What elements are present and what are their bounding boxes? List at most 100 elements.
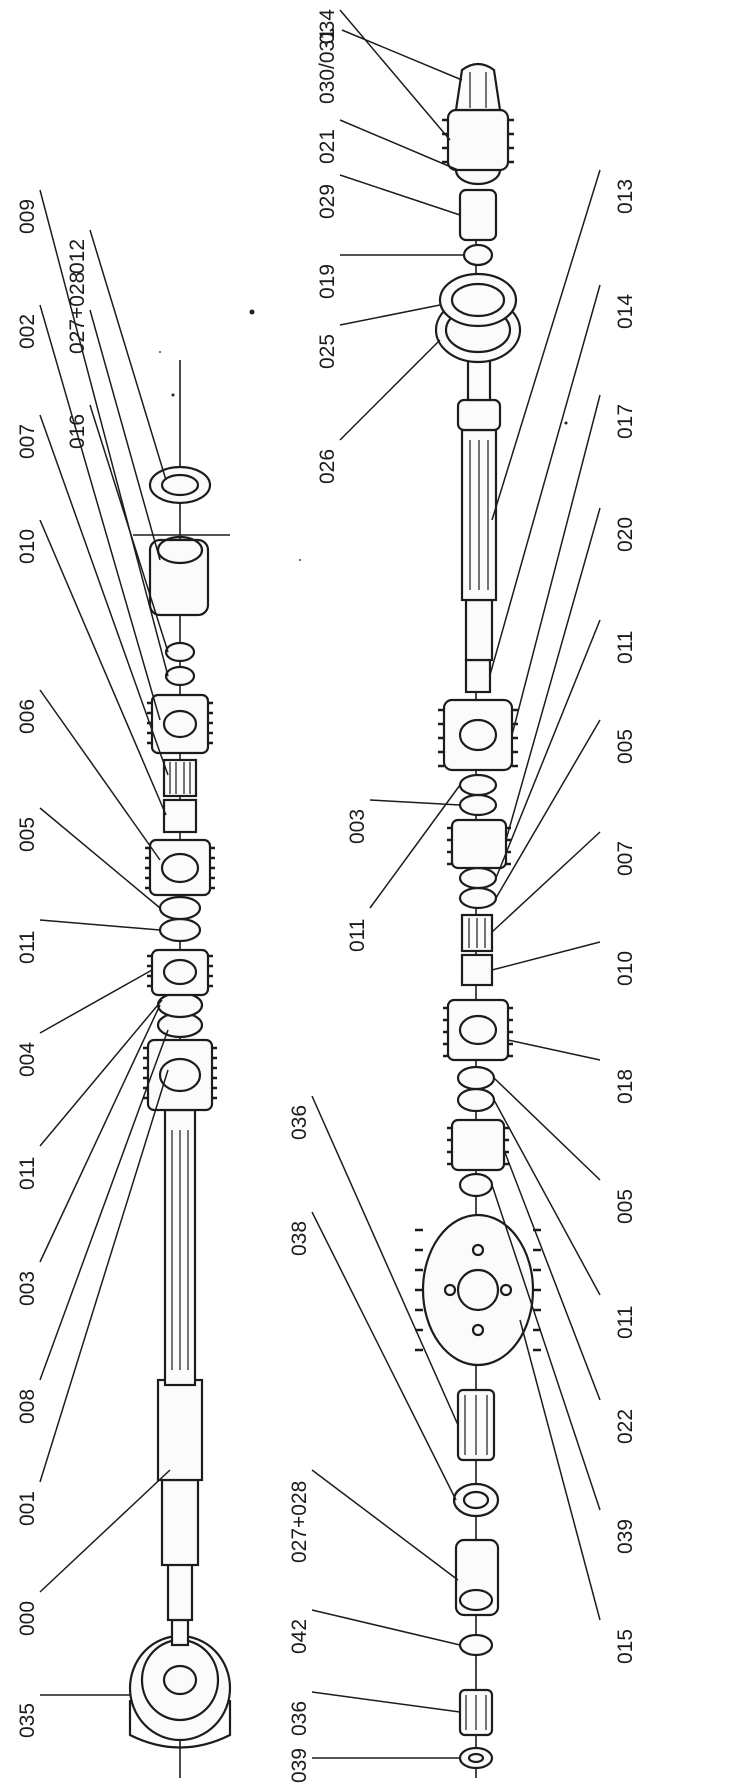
part-018-gear	[443, 998, 513, 1062]
leader-008	[39, 1029, 169, 1381]
leader-030-031	[339, 9, 451, 141]
part-022-gear	[447, 1118, 509, 1172]
leader-011c	[493, 1099, 601, 1296]
leader-018	[507, 1039, 601, 1061]
leader-011b	[39, 919, 161, 931]
leader-038	[311, 1211, 457, 1501]
label-005c: 005	[614, 729, 637, 764]
label-036b: 036	[288, 1105, 311, 1140]
leader-029	[339, 174, 461, 216]
label-042: 042	[288, 1619, 311, 1654]
leader-042	[311, 1609, 461, 1646]
part-029-bushing	[458, 188, 498, 242]
leader-036a	[311, 1691, 461, 1713]
part-011-ring-upper	[458, 866, 498, 890]
part-015-large-gear	[415, 1213, 541, 1367]
part-034-cap	[454, 62, 502, 112]
part-042-ring	[458, 1633, 494, 1657]
leader-034	[341, 29, 463, 81]
label-036a: 036	[288, 1701, 311, 1736]
part-013-shaft	[456, 343, 502, 662]
label-007: 007	[16, 424, 39, 459]
part-008-gear	[143, 1038, 217, 1112]
part-012-washer	[148, 465, 212, 505]
label-008: 008	[16, 1389, 39, 1424]
label-038: 038	[288, 1221, 311, 1256]
label-011-mid: 011	[346, 919, 369, 952]
part-002-gear	[147, 693, 213, 755]
label-017: 017	[614, 404, 637, 439]
label-026: 026	[316, 449, 339, 484]
label-003-right: 003	[346, 809, 369, 844]
part-035-bearing-housing	[128, 1634, 232, 1749]
part-005-ring-upper	[458, 886, 498, 910]
part-004-gear	[147, 948, 213, 997]
label-029: 029	[316, 184, 339, 219]
leader-002	[39, 304, 161, 721]
left-shaft-assembly	[128, 360, 232, 1778]
leader-011-mid	[369, 784, 461, 909]
label-012: 012	[66, 239, 89, 274]
label-007b: 007	[614, 841, 637, 876]
leader-027-028	[89, 309, 161, 561]
label-022: 022	[614, 1409, 637, 1444]
leader-010	[39, 519, 167, 816]
leader-020	[505, 507, 601, 841]
part-038-washer	[452, 1482, 500, 1518]
part-019-ring	[462, 243, 494, 267]
part-005-ring-right	[456, 1065, 496, 1091]
label-039a: 039	[288, 1748, 311, 1783]
leader-021	[339, 119, 459, 171]
part-030-031-gear	[442, 108, 514, 172]
part-036-bearing-upper	[456, 1388, 496, 1462]
part-010-collar	[162, 798, 198, 834]
leader-036b	[311, 1095, 459, 1426]
part-017-gear	[438, 698, 518, 772]
part-025-026-rings	[434, 272, 522, 364]
label-034: 034	[316, 9, 339, 44]
label-018: 018	[614, 1069, 637, 1104]
part-036-bearing-bottom	[458, 1688, 494, 1737]
label-030-031: 030/031	[316, 28, 339, 104]
part-027-028-bushing	[148, 535, 210, 617]
leader-017	[511, 394, 601, 736]
left-callouts: 035 000 001 008 003 011 004 011 005 006 …	[16, 189, 171, 1738]
label-011d: 011	[614, 631, 637, 664]
label-010: 010	[16, 529, 39, 564]
leader-015	[519, 1319, 601, 1621]
part-020-gear	[447, 818, 511, 870]
part-039-washer	[458, 1172, 494, 1198]
leader-011d	[495, 619, 601, 879]
part-014-bearing	[464, 658, 492, 694]
label-006: 006	[16, 699, 39, 734]
part-010-collar-right	[460, 953, 494, 987]
leader-012	[89, 229, 167, 481]
part-011-ring-right	[456, 1087, 496, 1113]
label-003: 003	[16, 1271, 39, 1306]
leader-011a	[39, 999, 163, 1147]
leader-010b	[491, 941, 601, 971]
label-011b: 011	[16, 931, 39, 964]
right-shaft-assembly	[415, 62, 541, 1778]
leader-006	[39, 689, 161, 861]
leader-007b	[491, 831, 601, 933]
right-callouts: 039 036 042 027+028 038 036 011 003 015 …	[288, 9, 637, 1783]
label-021: 021	[316, 129, 339, 164]
label-010b: 010	[614, 951, 637, 986]
leader-005c	[495, 719, 601, 899]
leader-000	[39, 1469, 171, 1593]
part-011-ring-mid	[458, 773, 498, 797]
leader-025	[339, 304, 441, 326]
leader-007	[39, 414, 169, 776]
label-019: 019	[316, 264, 339, 299]
leader-022	[503, 1149, 601, 1401]
label-039b: 039	[614, 1519, 637, 1554]
leader-003-right	[369, 799, 461, 806]
label-009: 009	[16, 199, 39, 234]
part-003-rings	[156, 991, 204, 1039]
part-007-needle-bearing	[162, 758, 198, 798]
part-027-028-bushing-right	[454, 1538, 500, 1617]
part-039-washer-bottom	[458, 1746, 494, 1770]
leader-001	[39, 1069, 169, 1483]
